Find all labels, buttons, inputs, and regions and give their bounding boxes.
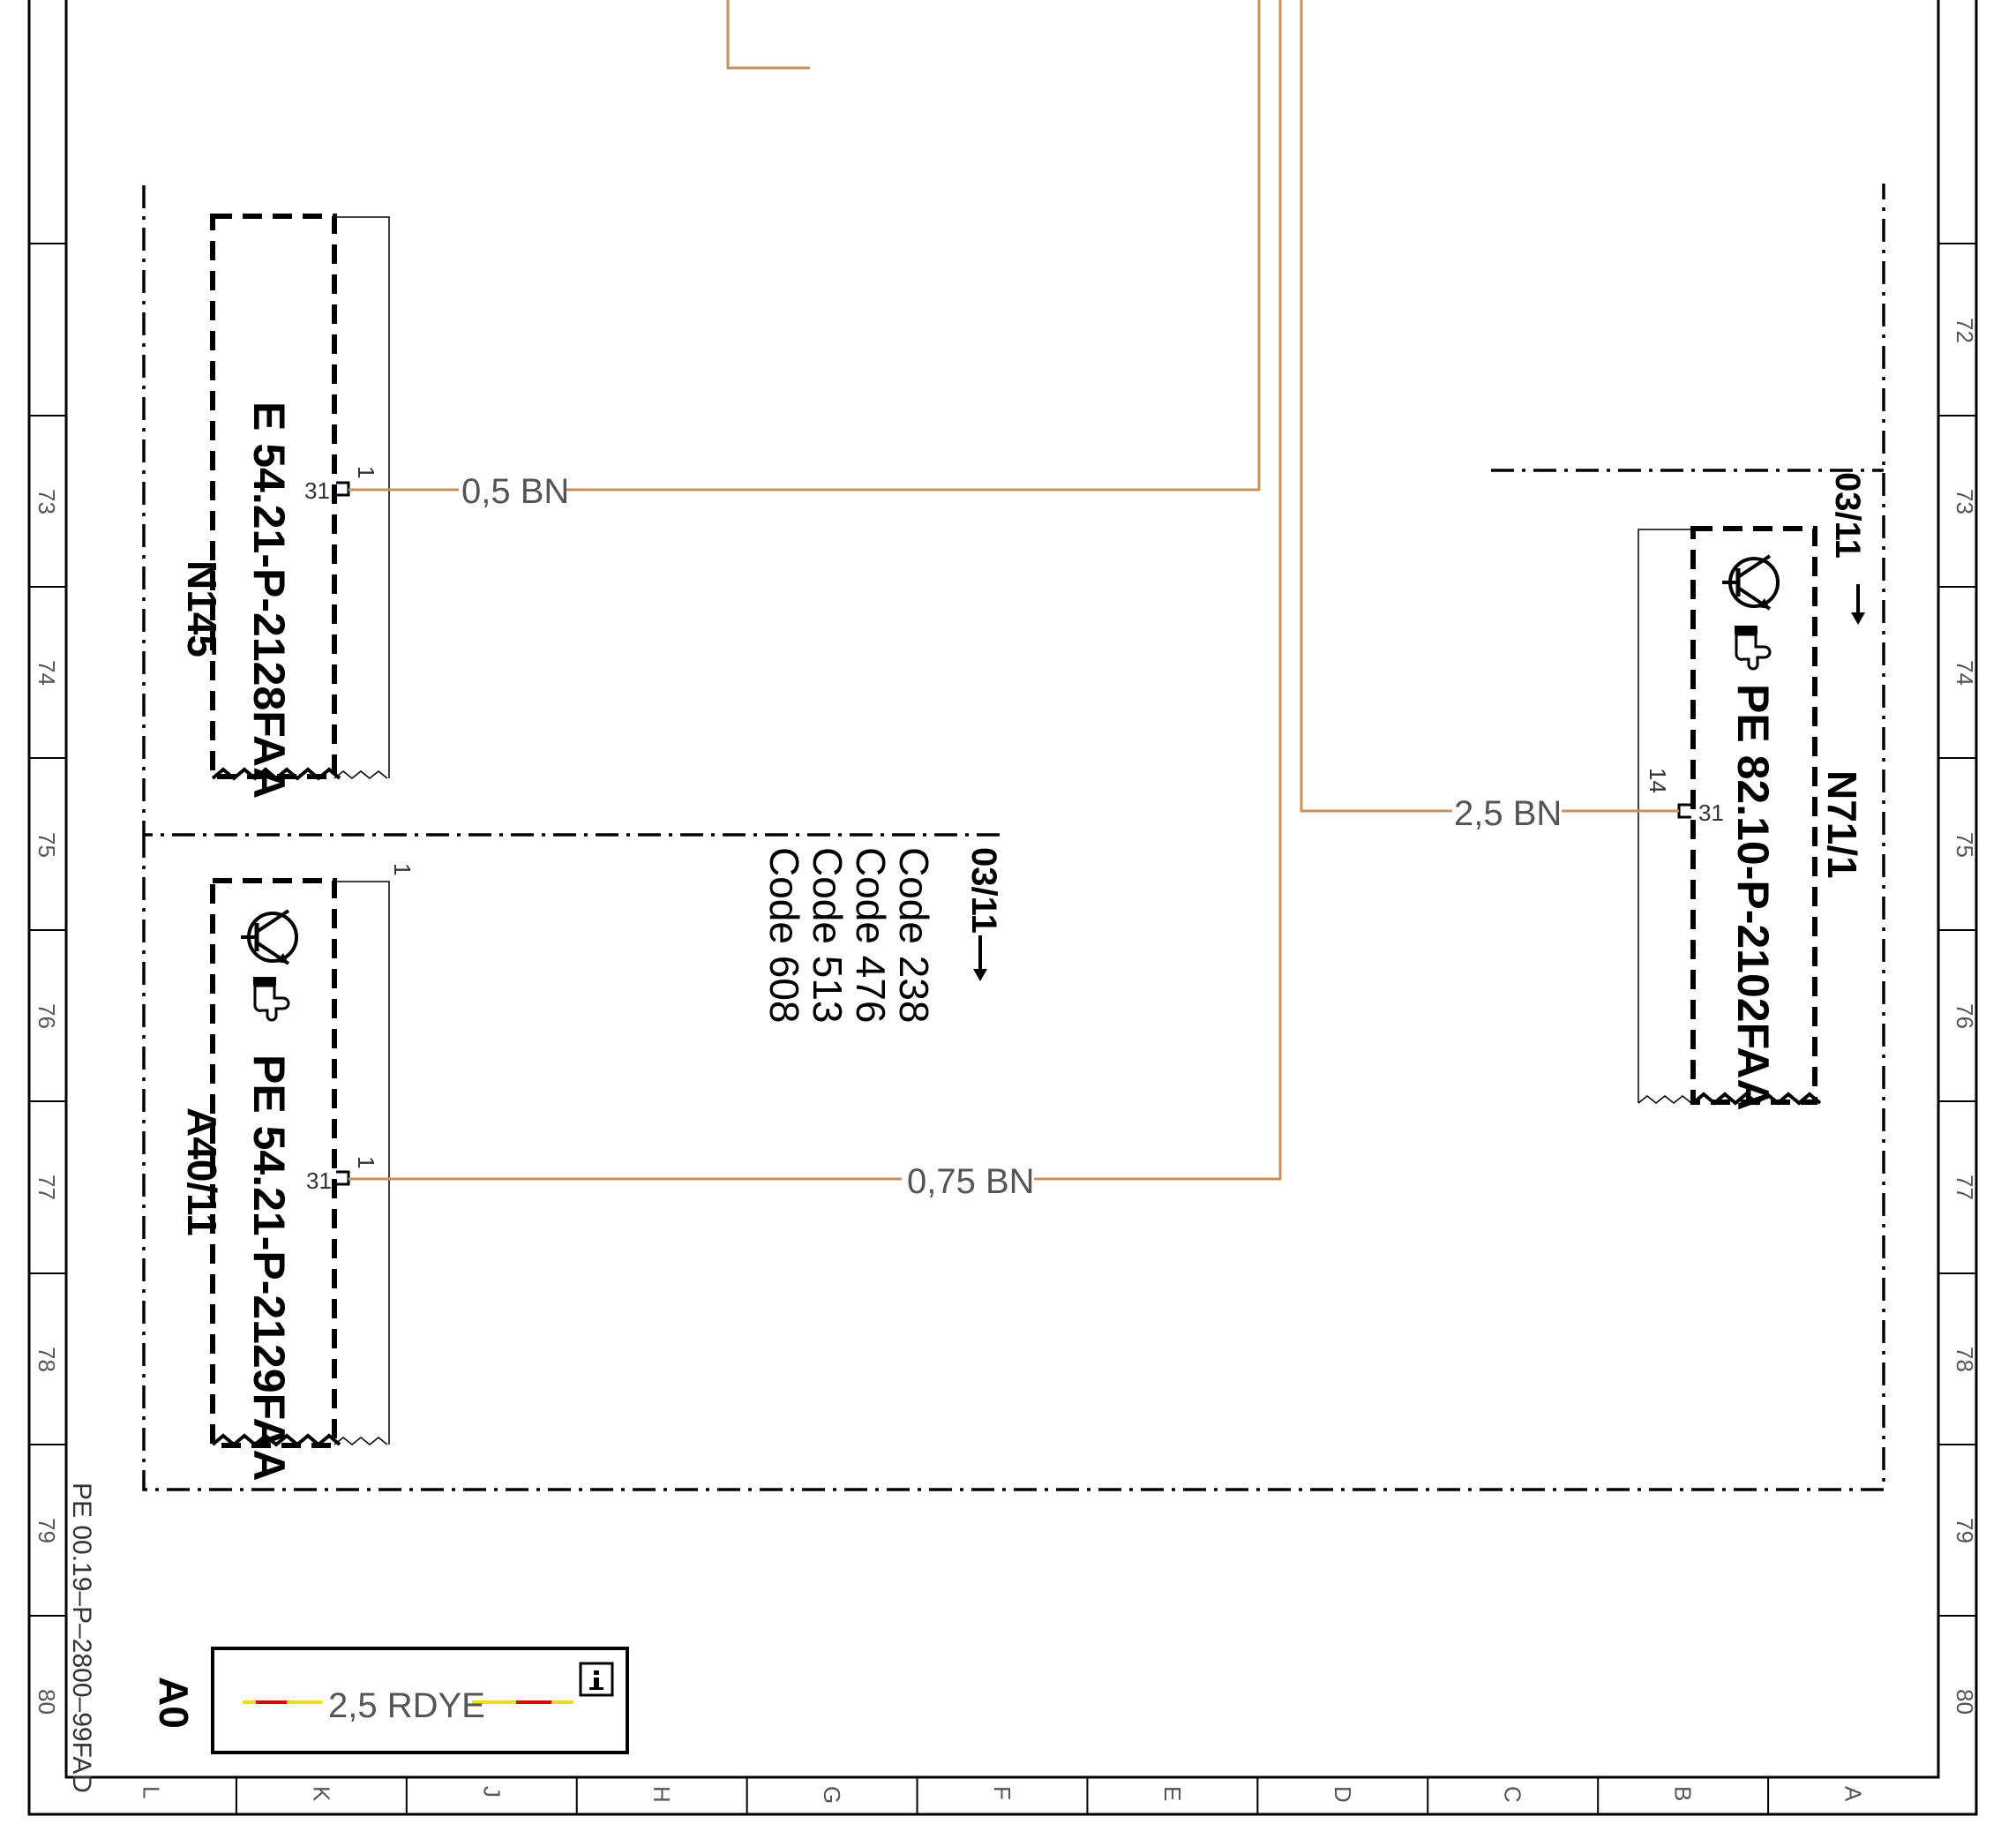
info-icon xyxy=(579,1662,614,1697)
column-label-E: E xyxy=(1159,1786,1186,1801)
row-label-left-80: 80 xyxy=(34,1689,60,1715)
a40-11-top-mark: 1 xyxy=(389,863,416,875)
a40-11-module: A40/11 PE 54.21-P-2129FAA 31 1 1 xyxy=(142,184,1885,1491)
code-item-1: Code 238 xyxy=(891,847,937,1024)
row-label-left-77: 77 xyxy=(34,1175,60,1200)
column-label-G: G xyxy=(819,1786,845,1804)
row-label-left-73: 73 xyxy=(34,489,60,514)
wire-label-075-bn: 0,75 BN xyxy=(907,1162,1035,1201)
legend-box: 2,5 RDYE A0 xyxy=(151,1647,629,1754)
row-label-right-76: 76 xyxy=(1952,1003,1978,1029)
column-label-A: A xyxy=(1840,1786,1867,1802)
wire-a40-11: 0,75 BN xyxy=(348,0,1282,1201)
code-item-4: Code 608 xyxy=(761,847,807,1024)
n71-1-label: N71/1 xyxy=(1819,770,1865,879)
row-label-left-74: 74 xyxy=(34,660,60,686)
a40-11-pin-number: 31 xyxy=(306,1167,332,1194)
hand-pointer-icon xyxy=(1735,626,1772,671)
wire-n145: 0,5 BN xyxy=(348,0,1261,511)
n145-module: N145 E 54.21-P-2128FAA 31 1 xyxy=(142,185,1001,837)
transistor-icon xyxy=(1722,554,1780,611)
n71-1-pin-number: 31 xyxy=(1698,799,1724,826)
row-label-left-78: 78 xyxy=(34,1347,60,1372)
transistor-icon xyxy=(241,909,298,965)
code-reference-block: 03/11 Code 238 Code 476 Code 513 Code 60… xyxy=(761,847,1003,1024)
column-label-F: F xyxy=(989,1786,1015,1800)
column-label-H: H xyxy=(648,1786,675,1803)
row-label-right-72: 72 xyxy=(1952,318,1978,343)
code-ref: 03/11 xyxy=(964,847,1003,934)
row-label-left-75: 75 xyxy=(34,832,60,858)
wire-label-05-bn: 0,5 BN xyxy=(461,472,569,511)
row-label-right-78: 78 xyxy=(1952,1347,1978,1372)
n71-1-page-ref: PE 82.10-P-2102FAA xyxy=(1728,684,1778,1111)
n145-pin-number: 31 xyxy=(304,477,330,504)
drawing-frame xyxy=(27,0,1978,1816)
n71-1-module: 03/11 N71/1 PE 82.10-P-2102FAA 31 14 xyxy=(1638,472,1867,1111)
row-label-left-76: 76 xyxy=(34,1003,60,1029)
hand-pointer-icon xyxy=(253,977,290,1022)
n71-ref: 03/11 xyxy=(1828,472,1867,559)
wire-n71-1: 2,5 BN xyxy=(1300,0,1679,833)
document-id: PE 00.19–P–2800–99FAD xyxy=(67,1482,96,1793)
row-label-right-80: 80 xyxy=(1952,1689,1978,1715)
row-label-right-73: 73 xyxy=(1952,489,1978,514)
legend-wire-label: 2,5 RDYE xyxy=(328,1686,485,1725)
n145-label: N145 xyxy=(179,560,225,657)
column-label-L: L xyxy=(138,1786,164,1798)
wire-label-25-bn: 2,5 BN xyxy=(1454,794,1562,833)
code-item-3: Code 513 xyxy=(805,847,851,1024)
row-label-right-74: 74 xyxy=(1952,660,1978,686)
a40-11-page-ref: PE 54.21-P-2129FAA xyxy=(244,1055,294,1482)
code-item-2: Code 476 xyxy=(848,847,894,1024)
a40-11-pin-top: 1 xyxy=(353,1156,379,1168)
column-label-D: D xyxy=(1330,1786,1356,1803)
n145-pin-top: 1 xyxy=(353,466,379,478)
legend-label: A0 xyxy=(151,1677,197,1729)
top-wires xyxy=(726,0,810,70)
row-label-left-79: 79 xyxy=(34,1518,60,1543)
row-label-right-79: 79 xyxy=(1952,1518,1978,1543)
row-ruler: 72 73 73 74 74 75 75 76 76 77 77 78 78 79 79 80 80 xyxy=(29,243,1978,1715)
row-label-right-75: 75 xyxy=(1952,832,1978,858)
n71-1-pin-top: 14 xyxy=(1645,768,1671,793)
row-label-right-77: 77 xyxy=(1952,1175,1978,1200)
column-label-K: K xyxy=(308,1786,334,1802)
column-label-C: C xyxy=(1500,1786,1526,1803)
a40-11-label: A40/11 xyxy=(179,1107,225,1236)
n145-page-ref: E 54.21-P-2128FAA xyxy=(244,402,294,799)
column-label-J: J xyxy=(478,1786,505,1798)
column-label-B: B xyxy=(1670,1786,1697,1801)
